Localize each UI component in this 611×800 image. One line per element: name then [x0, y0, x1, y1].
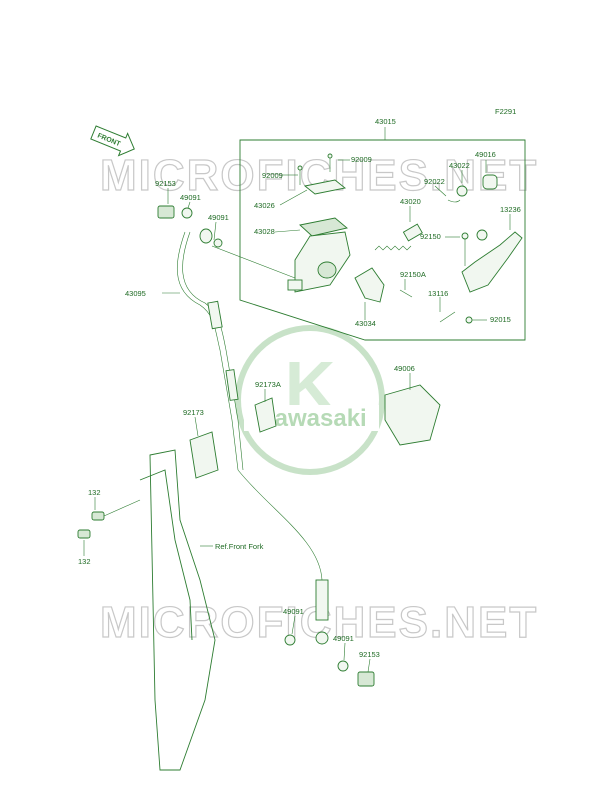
label-92173A: 92173A: [255, 380, 281, 389]
label-92150: 92150: [420, 232, 441, 241]
label-43095: 43095: [125, 289, 146, 298]
label-132-bottom: 132: [78, 557, 91, 566]
label-43020: 43020: [400, 197, 421, 206]
logo-text: Kawasaki: [257, 405, 366, 432]
label-43022: 43022: [449, 161, 470, 170]
master-cylinder-part: [287, 231, 351, 293]
label-92153-bottom: 92153: [359, 650, 380, 659]
label-132-top: 132: [88, 488, 101, 497]
label-92150A: 92150A: [400, 270, 426, 279]
label-92015: 92015: [490, 315, 511, 324]
label-49091-low-right: 49091: [333, 634, 354, 643]
label-13116: 13116: [428, 289, 448, 298]
front-fork-guard: [139, 449, 216, 771]
label-49006: 49006: [394, 364, 415, 373]
figure-code: F2291: [495, 107, 516, 116]
circlip-part: [456, 185, 468, 197]
label-92009-left: 92009: [262, 171, 283, 180]
label-43015: 43015: [375, 117, 396, 126]
kawasaki-logo: K Kawasaki: [235, 325, 385, 475]
hose-clamp-b-part: [189, 431, 219, 479]
reference-note: Ref.Front Fork: [215, 542, 264, 551]
label-43026: 43026: [254, 201, 275, 210]
lever-cover-part: [384, 384, 441, 446]
label-13236: 13236: [500, 205, 521, 214]
diaphragm-plate-part: [299, 217, 348, 237]
hose-clamp-a-part: [254, 397, 277, 433]
banjo-bolt-bottom-part: [357, 671, 375, 687]
brake-lever-part: [461, 231, 523, 293]
label-92022: 92022: [424, 177, 445, 186]
label-49016: 49016: [475, 150, 496, 159]
label-43028: 43028: [254, 227, 275, 236]
label-49091-mid: 49091: [208, 213, 229, 222]
label-43034: 43034: [355, 319, 376, 328]
label-92173: 92173: [183, 408, 204, 417]
label-49091-top: 49091: [180, 193, 201, 202]
label-49091-low-left: 49091: [283, 607, 304, 616]
label-92153-top: 92153: [155, 179, 176, 188]
reservoir-cap-part: [303, 179, 347, 195]
holder-clamp-part: [354, 267, 385, 303]
assembly-frame: [239, 139, 526, 341]
brake-hose-part: [177, 231, 329, 645]
bolt-132-bottom-part: [77, 529, 91, 539]
banjo-bolt-top-part: [157, 205, 175, 219]
piston-spring-part: [374, 223, 423, 251]
label-92009-right: 92009: [351, 155, 372, 164]
bolt-132-top-part: [91, 511, 105, 521]
dust-boot-part: [482, 174, 498, 190]
